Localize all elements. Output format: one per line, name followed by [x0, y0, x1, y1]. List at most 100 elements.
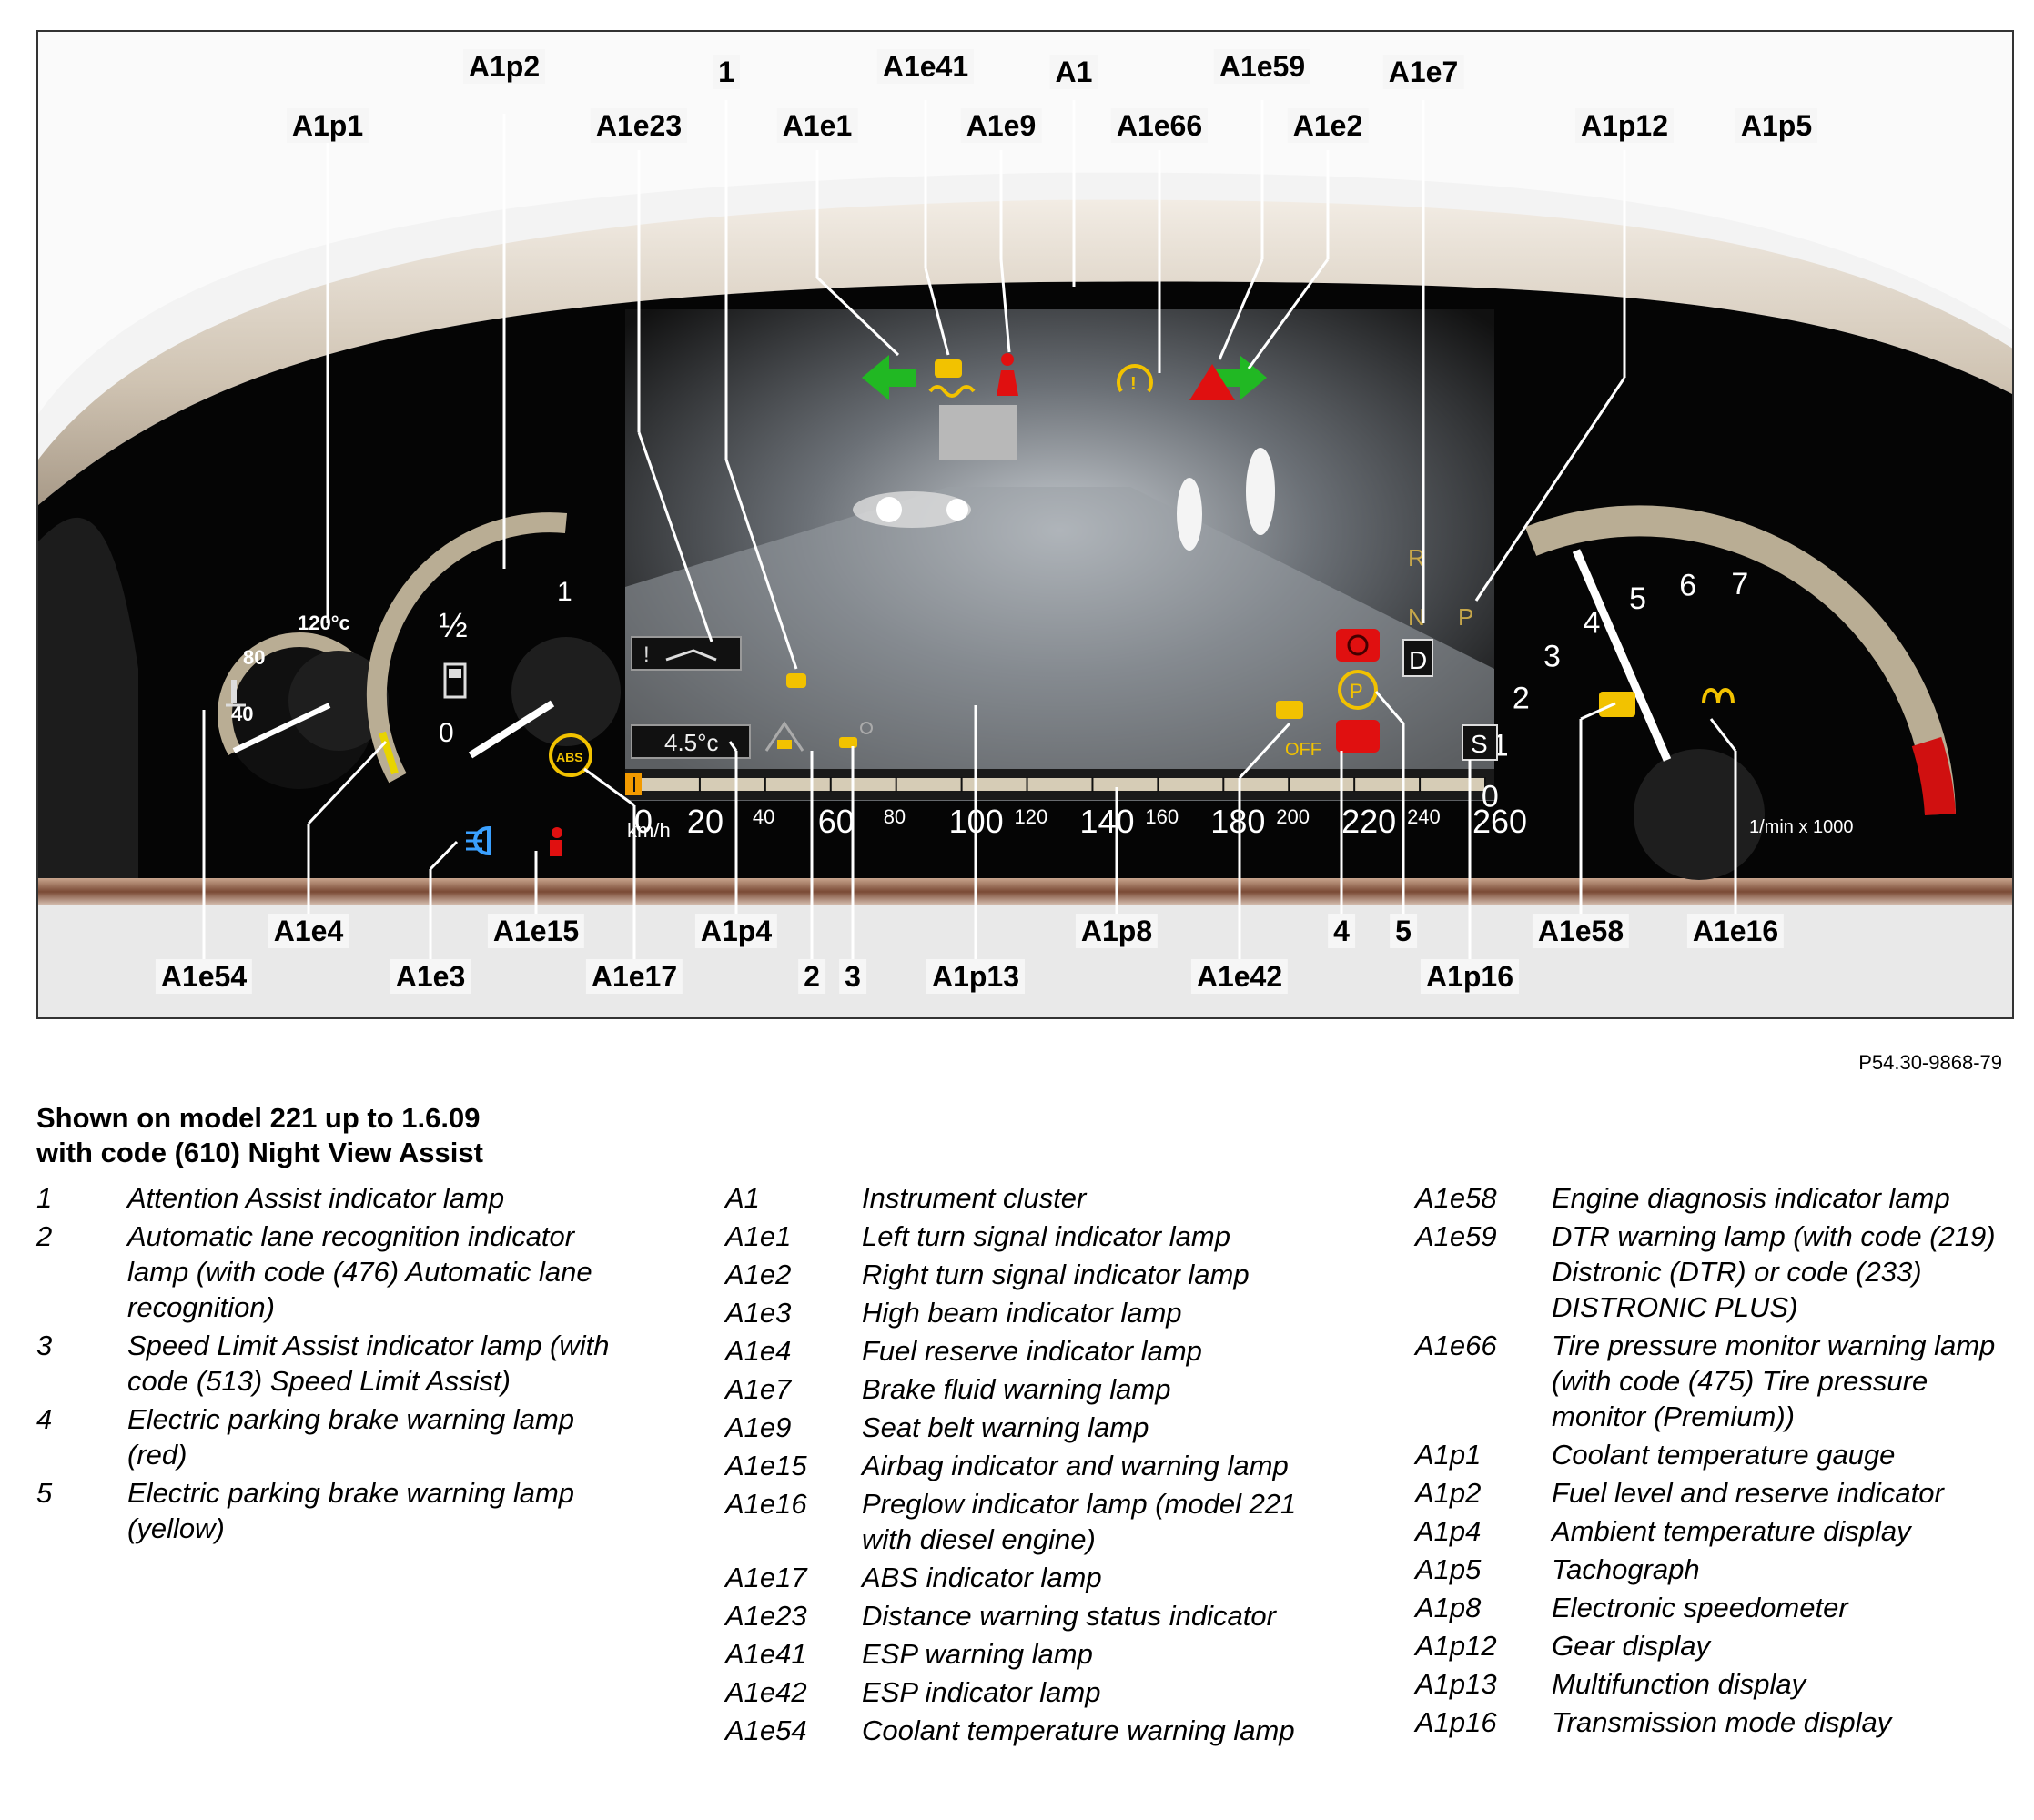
left-turn-signal-icon	[862, 355, 916, 400]
gear-p: P	[1458, 603, 1473, 631]
callout-A1e42: A1e42	[1190, 959, 1289, 994]
legend-code: A1p12	[1415, 1630, 1497, 1662]
speed-tick-label: 240	[1407, 805, 1441, 828]
legend-description: Fuel level and reserve indicator	[1552, 1477, 1944, 1509]
legend-code: A1e16	[725, 1488, 807, 1520]
esp-warning-icon	[928, 359, 976, 398]
callout-A1p13: A1p13	[926, 959, 1026, 994]
speed-tick-label: 220	[1341, 803, 1396, 840]
callout-A1p8: A1p8	[1075, 914, 1159, 948]
dtr-warning-icon	[1189, 364, 1235, 400]
speed-limit-assist-icon	[839, 722, 873, 748]
legend-code: A1e17	[725, 1562, 807, 1593]
abs-indicator-icon: ABS	[549, 733, 592, 777]
high-beam-icon	[466, 825, 491, 856]
ambient-temp-value: 4.5°c	[664, 729, 719, 756]
legend-description: Ambient temperature display	[1552, 1515, 1911, 1547]
fuel-one-label: 1	[557, 577, 572, 607]
fuel-gauge-arc	[366, 512, 568, 784]
callout-A1e66: A1e66	[1110, 108, 1209, 143]
heading-line-2: with code (610) Night View Assist	[36, 1137, 483, 1168]
legend-code: A1p13	[1415, 1668, 1497, 1700]
callout-A1e16: A1e16	[1686, 914, 1785, 948]
rpm-tick-label: 4	[1583, 606, 1600, 641]
legend-code: 4	[36, 1403, 53, 1435]
legend-code: A1e2	[725, 1259, 792, 1290]
callout-A1p1: A1p1	[286, 108, 369, 143]
legend-description: ABS indicator lamp	[862, 1562, 1102, 1593]
coolant-120-label: 120°c	[298, 612, 350, 634]
headlight-right	[946, 499, 968, 521]
rpm-unit: 1/min x 1000	[1749, 817, 1854, 837]
gear-r: R	[1408, 544, 1425, 571]
legend-code: A1p16	[1415, 1706, 1497, 1738]
legend-description: Brake fluid warning lamp	[862, 1373, 1171, 1405]
callout-A1e7: A1e7	[1382, 55, 1464, 89]
legend-description: High beam indicator lamp	[862, 1297, 1182, 1329]
legend-code: A1e42	[725, 1676, 807, 1708]
legend-description: DTR warning lamp (with code (219) Distro…	[1552, 1220, 1996, 1323]
speed-tick-label: 0	[634, 803, 653, 840]
legend-code: A1e3	[725, 1297, 792, 1329]
callout-A1e3: A1e3	[390, 959, 471, 994]
engine-diagnosis-icon	[1599, 692, 1635, 717]
callout-A1p4: A1p4	[694, 914, 778, 948]
tachometer-hub	[1634, 749, 1765, 880]
gear-n: N	[1408, 603, 1425, 631]
svg-text:ABS: ABS	[556, 750, 583, 764]
legend-code: A1e1	[725, 1220, 792, 1252]
legend-row: A1e16 Preglow indicator lamp (model 221 w…	[725, 1486, 1326, 1557]
callout-A1e1: A1e1	[776, 108, 858, 143]
legend-code: A1e41	[725, 1638, 807, 1670]
callout-A1e4: A1e4	[268, 914, 349, 948]
legend-code: A1e54	[725, 1714, 807, 1746]
speed-tick-label: 160	[1145, 805, 1179, 828]
headlight-left	[876, 497, 902, 522]
rpm-tick-label: 5	[1629, 581, 1646, 616]
rpm-tick-label: 3	[1543, 640, 1561, 674]
legend-code: A1e4	[725, 1335, 792, 1367]
speed-tick-label: 200	[1276, 805, 1310, 828]
transmission-mode: S	[1471, 730, 1488, 758]
legend-description: Coolant temperature warning lamp	[862, 1714, 1295, 1746]
fuel-zero-label: 0	[439, 718, 454, 748]
fuel-needle	[468, 700, 555, 759]
legend-description: Engine diagnosis indicator lamp	[1552, 1182, 1950, 1214]
legend-description: ESP indicator lamp	[862, 1676, 1101, 1708]
legend-description: Multifunction display	[1552, 1668, 1806, 1700]
speed-tick-label: 180	[1210, 803, 1265, 840]
legend-code: 1	[36, 1182, 53, 1214]
heading-line-1: Shown on model 221 up to 1.6.09	[36, 1102, 481, 1134]
callout-A1p12: A1p12	[1574, 108, 1675, 143]
speed-tick-label: 60	[818, 803, 855, 840]
tire-pressure-warning-icon: !	[1117, 364, 1153, 394]
fuel-half-label: ½	[439, 607, 468, 645]
legend-row: A1e17 ABS indicator lamp	[725, 1560, 1326, 1595]
legend-row: A1e3 High beam indicator lamp	[725, 1295, 1326, 1330]
callout-3: 3	[839, 959, 866, 994]
transmission-mode-box	[1462, 724, 1498, 761]
callout-A1p5: A1p5	[1735, 108, 1818, 143]
speed-tick-label: 140	[1079, 803, 1134, 840]
wood-trim	[38, 878, 2012, 905]
svg-text:!: !	[1130, 374, 1137, 394]
legend-description: Preglow indicator lamp (model 221 with d…	[862, 1488, 1297, 1555]
legend-code: A1e9	[725, 1411, 792, 1443]
speed-tick-label: 260	[1472, 803, 1527, 840]
parking-brake-red-icon	[1336, 720, 1380, 753]
distance-warning-icon: !	[631, 636, 742, 671]
road-sign	[939, 405, 1017, 460]
right-turn-signal-icon	[1212, 355, 1267, 400]
